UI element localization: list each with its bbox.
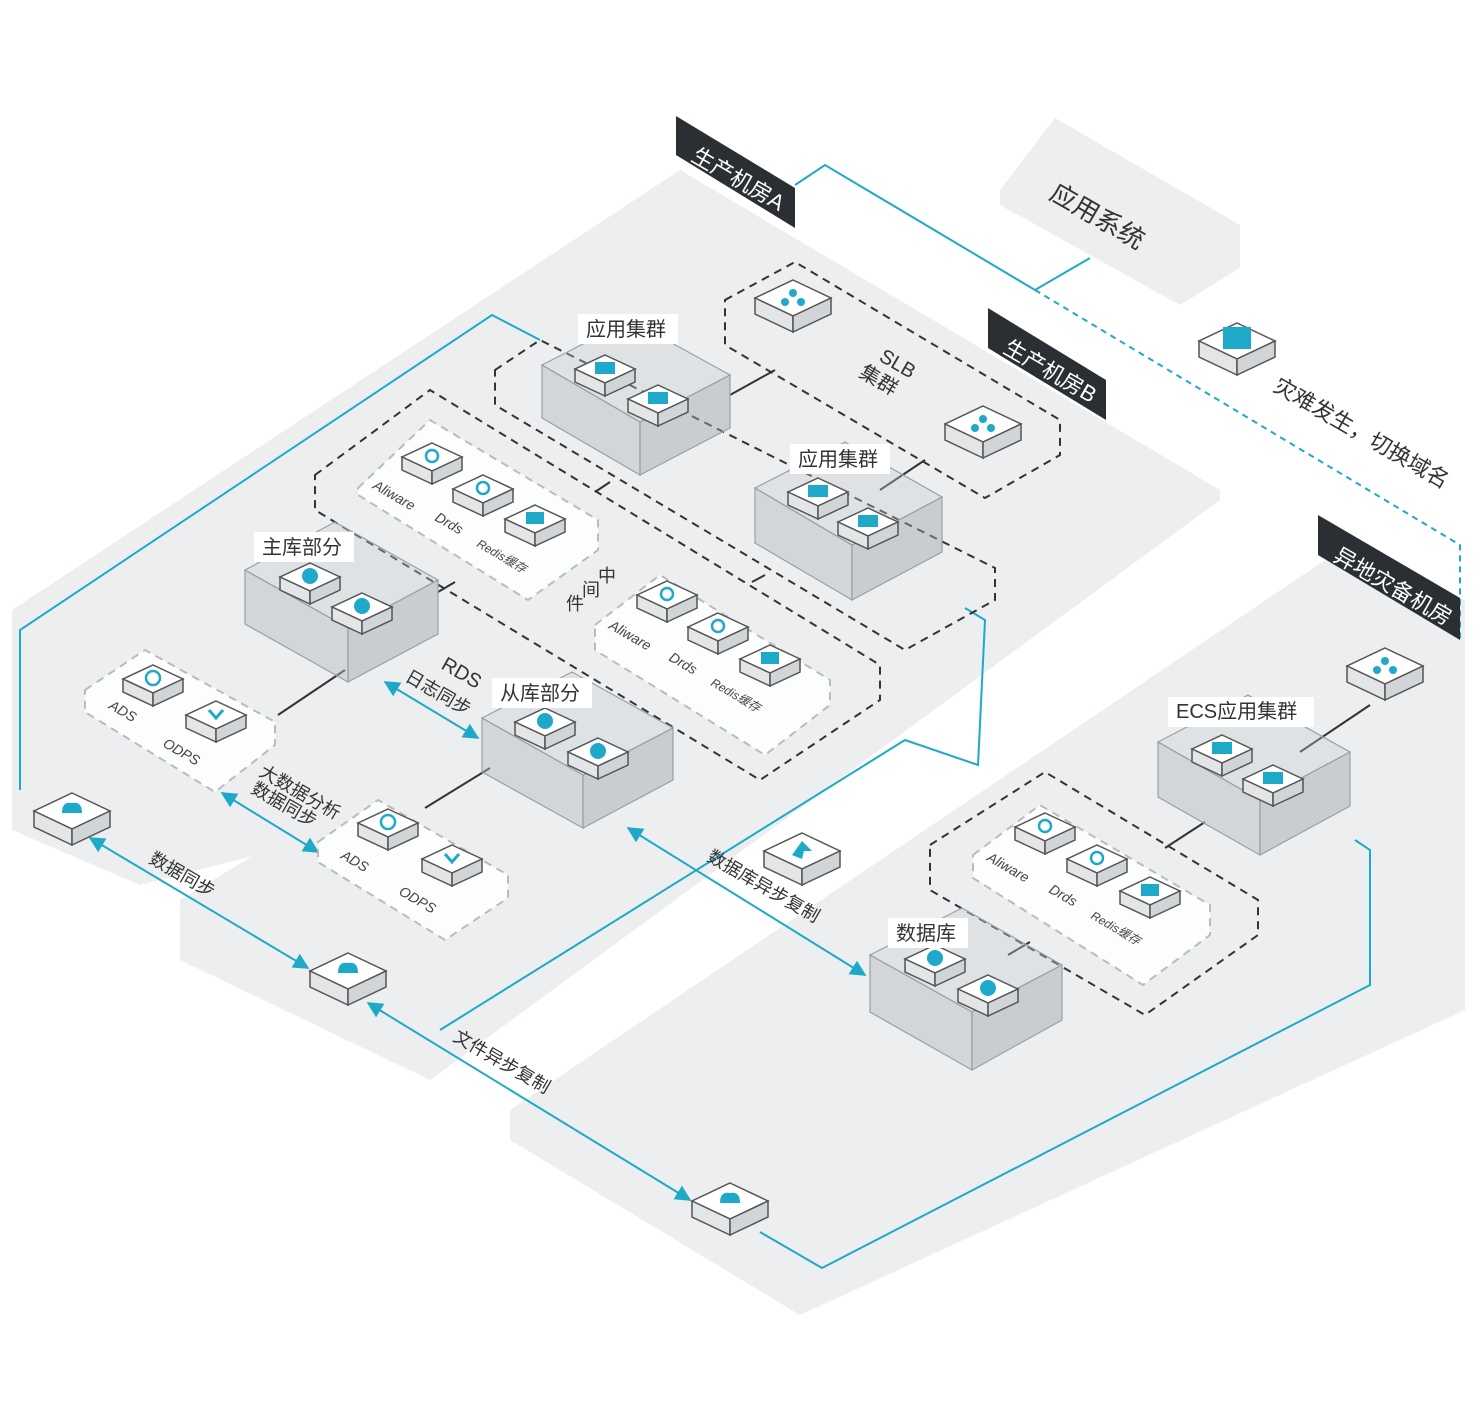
middleware-char-2: 间	[582, 580, 600, 600]
slb-remote-device[interactable]	[1346, 647, 1424, 701]
odps-icon	[207, 709, 225, 721]
aliware-b-device[interactable]	[636, 580, 698, 623]
slb-icon	[1373, 657, 1397, 674]
ads-icon	[144, 669, 162, 687]
drds-c-device[interactable]	[1066, 844, 1128, 887]
database-label: 数据库	[896, 922, 956, 945]
slave-db-2[interactable]	[567, 737, 629, 780]
oss-icon	[720, 1192, 740, 1203]
app-cluster-dashed-region	[494, 338, 996, 652]
remote-middleware-panel	[972, 803, 1211, 987]
redis-c-device[interactable]	[1119, 876, 1181, 919]
server-a1[interactable]	[574, 354, 636, 397]
middleware-char-1: 中	[598, 566, 616, 586]
drds-icon	[475, 480, 491, 496]
slb-cluster-dashed-region	[724, 260, 1061, 500]
master-db-label: 主库部分	[262, 536, 342, 559]
server-ecs2[interactable]	[1242, 764, 1304, 807]
ads-b-device[interactable]	[357, 808, 419, 851]
server-icon	[1263, 772, 1283, 784]
database-icon	[980, 980, 996, 996]
app-cluster-b-label: 应用集群	[798, 448, 878, 471]
dts-device[interactable]	[763, 832, 841, 886]
database-icon	[927, 950, 943, 966]
dns-device[interactable]	[1198, 322, 1276, 376]
app-system-plate	[1000, 118, 1240, 305]
dns-icon	[1223, 327, 1251, 349]
slb-icon	[971, 415, 995, 432]
server-ecs1[interactable]	[1191, 734, 1253, 777]
redis-a-device[interactable]	[504, 504, 566, 547]
server-icon	[858, 515, 878, 527]
database-icon	[590, 743, 606, 759]
disaster-label: 灾难发生，切换域名	[1270, 373, 1454, 494]
connection-lines	[19, 163, 1461, 1270]
ads-icon	[379, 813, 397, 831]
aliware-icon	[659, 586, 675, 602]
odps-a-device[interactable]	[185, 700, 247, 743]
redis-b-device[interactable]	[739, 644, 801, 687]
aliware-a-device[interactable]	[401, 442, 463, 485]
server-icon	[595, 362, 615, 374]
remote-db-1[interactable]	[904, 944, 966, 987]
ads-a-device[interactable]	[122, 664, 184, 707]
oss-icon	[62, 802, 82, 813]
slb-a-device[interactable]	[754, 279, 832, 333]
database-icon	[354, 598, 370, 614]
redis-icon	[526, 512, 544, 524]
server-icon	[1212, 742, 1232, 754]
connectors	[277, 369, 1371, 956]
master-db-2[interactable]	[331, 592, 393, 635]
middleware-dashed-region	[314, 388, 881, 782]
redis-icon	[1141, 884, 1159, 896]
ecs-cluster-label: ECS应用集群	[1176, 700, 1297, 723]
drds-a-device[interactable]	[452, 474, 514, 517]
remote-db-2[interactable]	[957, 974, 1019, 1017]
slave-db-label: 从库部分	[500, 682, 580, 705]
database-icon	[537, 713, 553, 729]
master-db-1[interactable]	[279, 562, 341, 605]
server-b1[interactable]	[787, 477, 849, 520]
oss-a-device[interactable]	[33, 792, 111, 846]
server-icon	[808, 485, 828, 497]
drds-b-device[interactable]	[687, 612, 749, 655]
server-icon	[648, 392, 668, 404]
oss-icon	[338, 962, 358, 973]
app-cluster-a-label: 应用集群	[586, 318, 666, 341]
server-b2[interactable]	[837, 507, 899, 550]
server-a2[interactable]	[627, 384, 689, 427]
oss-remote-device[interactable]	[691, 1182, 769, 1236]
oss-b-device[interactable]	[309, 952, 387, 1006]
slb-icon	[781, 289, 805, 306]
odps-b-device[interactable]	[421, 844, 483, 887]
aliware-icon	[424, 448, 440, 464]
slb-b-device[interactable]	[944, 405, 1022, 459]
aliware-icon	[1037, 818, 1053, 834]
drds-icon	[1089, 850, 1105, 866]
slave-db-1[interactable]	[514, 707, 576, 750]
middleware-panel-b	[594, 573, 831, 757]
drds-icon	[710, 618, 726, 634]
room-a-plate	[12, 170, 1220, 885]
dts-icon	[792, 841, 812, 859]
aliware-c-device[interactable]	[1014, 812, 1076, 855]
database-icon	[302, 568, 318, 584]
odps-icon	[443, 853, 461, 865]
middleware-char-3: 件	[566, 594, 584, 614]
redis-icon	[761, 652, 779, 664]
